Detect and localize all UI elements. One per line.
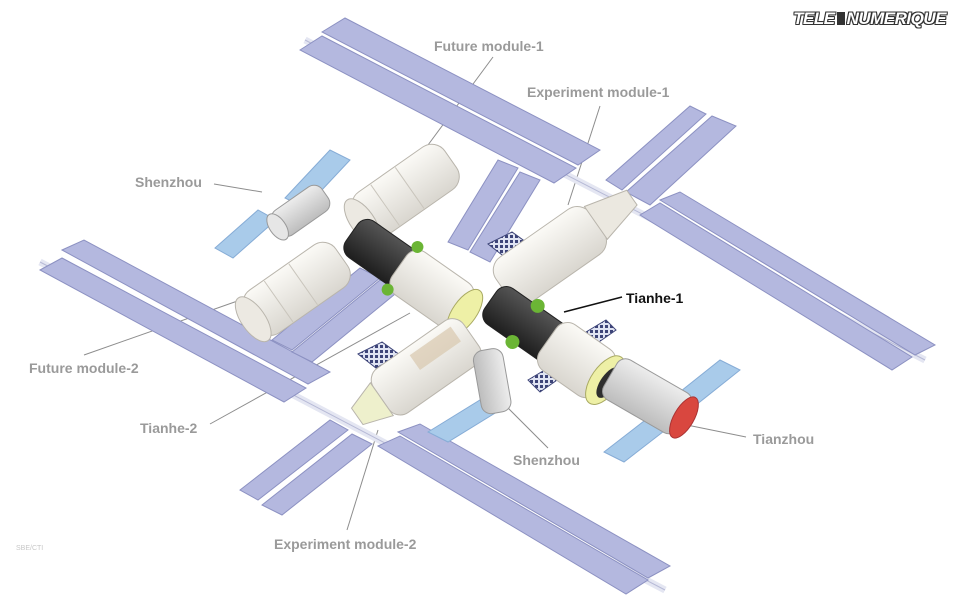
- image-credit: SBE/CTI: [16, 545, 44, 552]
- watermark-logo: TELE NUMERIQUE: [793, 9, 946, 29]
- watermark-left: TELE: [793, 9, 835, 28]
- solar-panel-lower-mid-b: [261, 433, 373, 516]
- solar-panel-upper-right-small-a: [605, 105, 707, 191]
- solar-panel-lower-right-a: [396, 423, 672, 579]
- label-tianzhou: Tianzhou: [753, 431, 815, 447]
- solar-panel-mid-a: [447, 159, 519, 251]
- label-shenzhou-top: Shenzhou: [135, 174, 202, 190]
- leader-experiment-module-2: [346, 429, 379, 531]
- truss-lower: [38, 239, 672, 595]
- leader-shenzhou-bottom: [504, 404, 549, 449]
- label-future-module-1: Future module-1: [434, 38, 544, 54]
- solar-panel-upper-right-small-b: [625, 115, 737, 206]
- leader-shenzhou-top: [213, 183, 263, 193]
- leader-tianhe-1: [563, 296, 623, 313]
- experiment-module-1-shape: [492, 189, 638, 306]
- future-module-2-shape: [234, 241, 351, 343]
- solar-panel-upper-left-a: [320, 17, 601, 166]
- modules: [234, 143, 699, 439]
- tianzhou-shape: [602, 358, 699, 439]
- small-panels: [214, 149, 741, 463]
- solar-panel-right-long-b: [639, 202, 913, 371]
- watermark-right: NUMERIQUE: [846, 9, 947, 28]
- solar-panel-lower-left-b: [38, 257, 307, 403]
- solar-panel-upper-left-b: [299, 35, 577, 184]
- solar-panel-lower-right-b: [376, 435, 649, 595]
- solar-panel-right-long-a: [658, 191, 937, 356]
- shenzhou-top-shape: [266, 184, 331, 241]
- watermark-separator: [836, 12, 845, 25]
- leader-tianzhou: [681, 423, 747, 438]
- shenzhou-bottom-shape: [472, 348, 512, 415]
- solar-panel-lower-left-a: [60, 239, 332, 385]
- truss-upper: [299, 17, 937, 371]
- label-tianhe-2: Tianhe-2: [140, 420, 198, 436]
- label-experiment-module-1: Experiment module-1: [527, 84, 670, 100]
- label-shenzhou-bottom: Shenzhou: [513, 452, 580, 468]
- label-future-module-2: Future module-2: [29, 360, 139, 376]
- label-tianhe-1: Tianhe-1: [626, 290, 684, 306]
- experiment-module-2-shape: [350, 318, 482, 426]
- solar-panel-mid-b: [469, 171, 541, 263]
- label-experiment-module-2: Experiment module-2: [274, 536, 417, 552]
- solar-panel-lower-mid-a: [239, 419, 349, 501]
